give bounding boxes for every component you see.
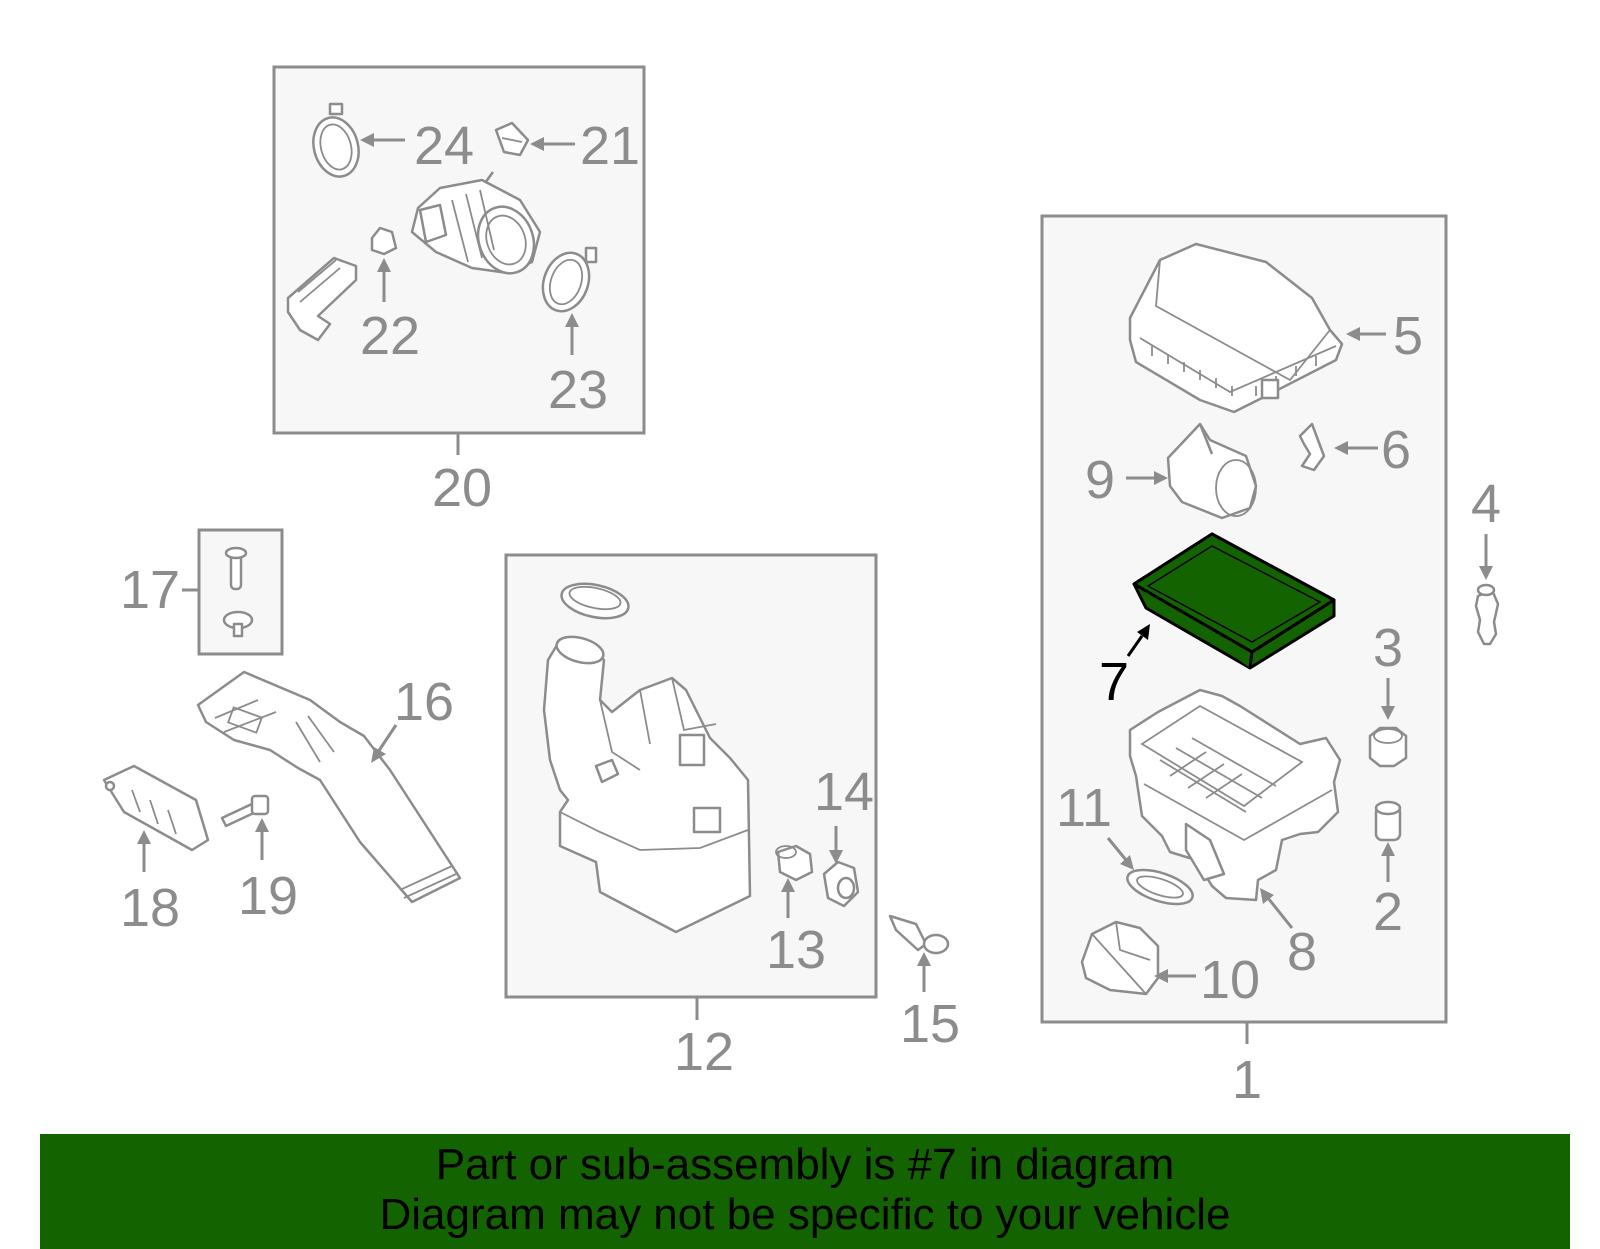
clip-part-21[interactable] bbox=[494, 121, 530, 157]
bolt-part-19[interactable] bbox=[220, 794, 270, 828]
callout-15: 15 bbox=[900, 994, 960, 1054]
clamp-part-24[interactable] bbox=[307, 102, 365, 182]
info-banner: Part or sub-assembly is #7 in diagram Di… bbox=[40, 1134, 1570, 1249]
callout-4: 4 bbox=[1471, 474, 1501, 534]
bracket-part-18[interactable] bbox=[102, 764, 210, 852]
callout-8: 8 bbox=[1287, 922, 1317, 982]
lower-housing-part-8[interactable] bbox=[1128, 688, 1342, 902]
callout-5: 5 bbox=[1393, 306, 1423, 366]
sensor-duct-part-9[interactable] bbox=[1166, 422, 1258, 520]
clamp-part-23[interactable] bbox=[535, 246, 598, 317]
callout-22: 22 bbox=[360, 306, 420, 366]
duct-piece[interactable] bbox=[286, 256, 358, 342]
callout-11: 11 bbox=[1056, 778, 1112, 838]
callout-13: 13 bbox=[766, 920, 826, 980]
callout-20: 20 bbox=[432, 458, 492, 518]
air-inlet-duct-part-16[interactable] bbox=[196, 670, 462, 904]
banner-part-note: Part or sub-assembly is #7 in diagram bbox=[435, 1140, 1175, 1189]
callout-6: 6 bbox=[1381, 420, 1411, 480]
callout-18: 18 bbox=[120, 878, 180, 938]
callout-1: 1 bbox=[1232, 1050, 1262, 1110]
intake-tube-assembly[interactable] bbox=[410, 171, 543, 281]
callout-7: 7 bbox=[1099, 652, 1129, 712]
duct-part-10[interactable] bbox=[1080, 920, 1160, 996]
banner-disclaimer: Diagram may not be specific to your vehi… bbox=[379, 1190, 1231, 1239]
callout-24: 24 bbox=[414, 116, 474, 176]
callout-16: 16 bbox=[394, 672, 454, 732]
clip-part-6[interactable] bbox=[1298, 422, 1326, 472]
upper-cover-part-5[interactable] bbox=[1128, 242, 1344, 414]
grommet-part-13[interactable] bbox=[775, 844, 814, 882]
clip-part-22[interactable] bbox=[370, 226, 398, 256]
callout-10: 10 bbox=[1200, 950, 1260, 1010]
resonator-part-12[interactable] bbox=[542, 578, 752, 934]
callout-3: 3 bbox=[1373, 618, 1403, 678]
callout-21: 21 bbox=[580, 116, 640, 176]
mount-part-14[interactable] bbox=[822, 860, 860, 908]
air-filter-part-7[interactable] bbox=[1132, 532, 1336, 670]
gasket-part-11[interactable] bbox=[1123, 863, 1196, 911]
grommet-part-3[interactable] bbox=[1368, 726, 1408, 768]
callout-9: 9 bbox=[1085, 450, 1115, 510]
callout-19: 19 bbox=[238, 866, 298, 926]
bolt-part-17[interactable] bbox=[222, 546, 254, 638]
pin-part-4[interactable] bbox=[1474, 583, 1500, 646]
callout-14: 14 bbox=[814, 762, 874, 822]
push-pin-part-15[interactable] bbox=[888, 914, 950, 955]
callout-23: 23 bbox=[548, 360, 608, 420]
callout-17: 17 bbox=[120, 560, 180, 620]
bushing-part-2[interactable] bbox=[1374, 800, 1402, 842]
callout-12: 12 bbox=[674, 1022, 734, 1082]
callout-2: 2 bbox=[1373, 882, 1403, 942]
